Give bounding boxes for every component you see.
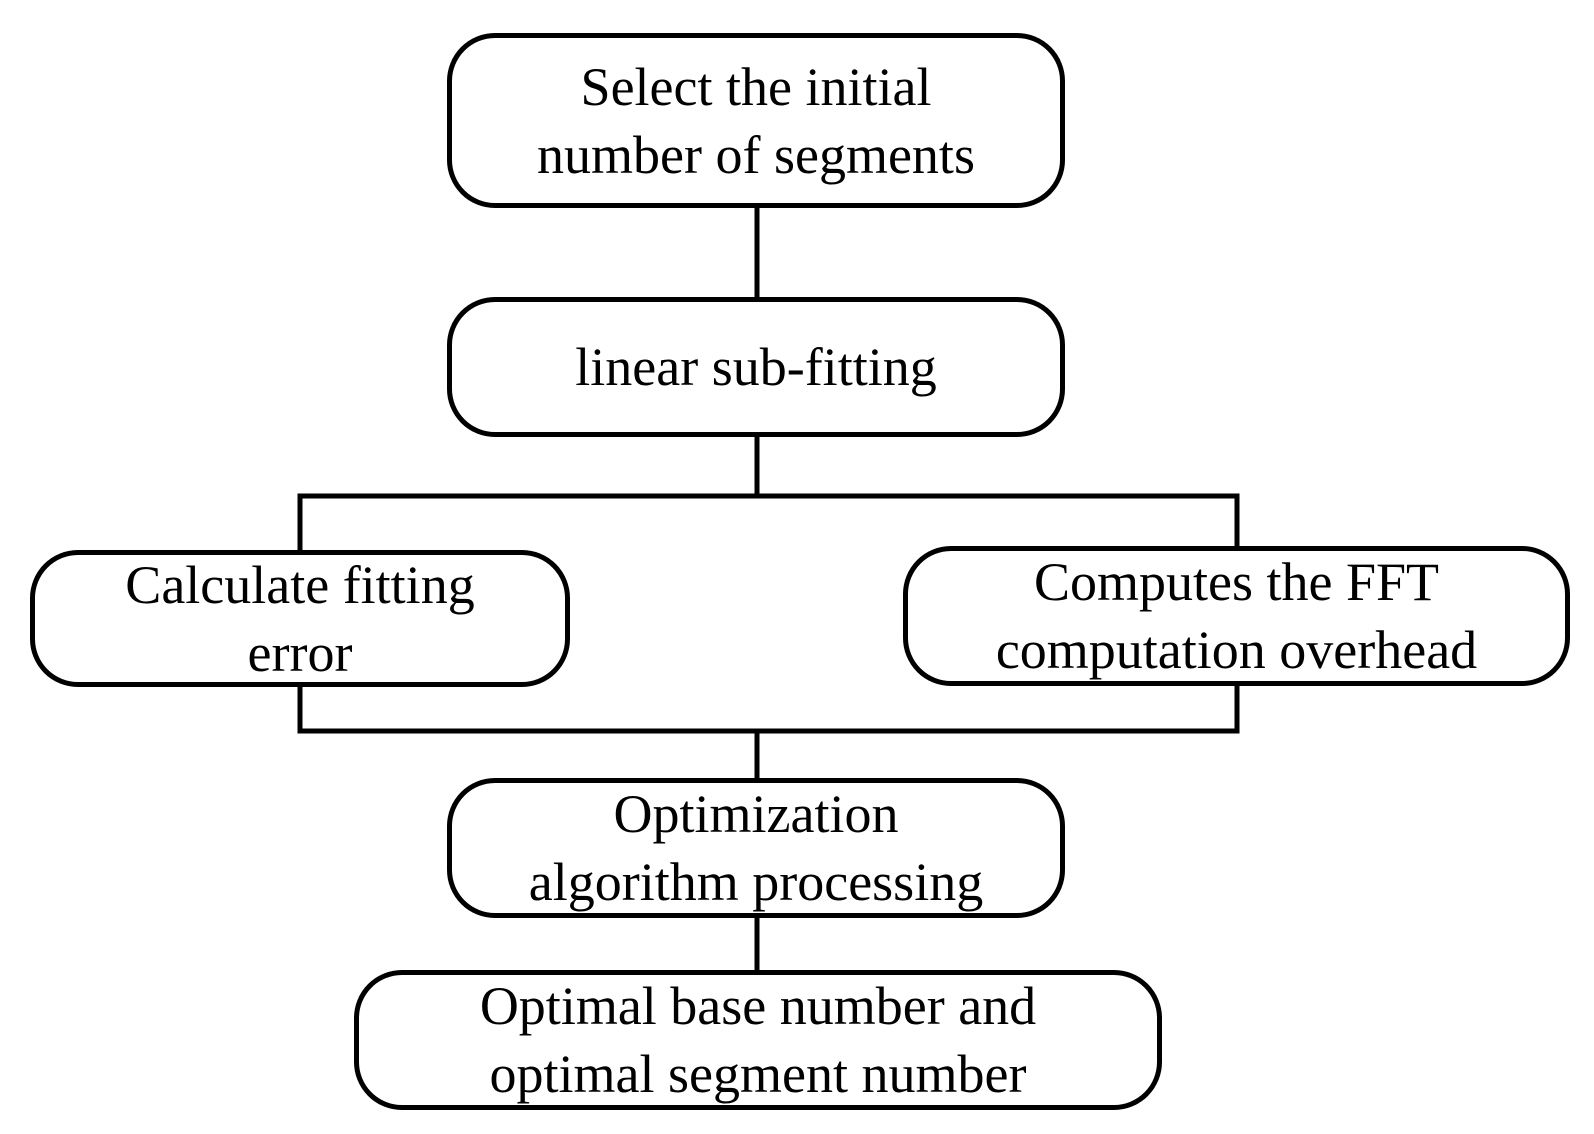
optimal-result-node: Optimal base number and optimal segment … <box>354 970 1162 1110</box>
select-initial-segments-node: Select the initial number of segments <box>447 33 1065 208</box>
node-label-line-2: number of segments <box>537 124 975 185</box>
node-label-line-2: algorithm processing <box>528 852 984 912</box>
node-label-line-1: Computes the FFT <box>1033 552 1440 612</box>
optimization-algorithm-node: Optimization algorithm processing <box>447 778 1065 918</box>
node-label-line-1: Optimal base number and <box>479 976 1037 1036</box>
node-label-line-1: linear sub-fitting <box>575 337 937 397</box>
node-label-line-2: computation overhead <box>995 620 1478 680</box>
node-label-line-1: Select the initial <box>580 56 932 117</box>
fft-computation-overhead-node: Computes the FFT computation overhead <box>903 546 1570 686</box>
node-label-line-1: Calculate fitting <box>125 554 475 615</box>
calculate-fitting-error-node: Calculate fitting error <box>30 550 570 687</box>
node-label-line-2: error <box>247 622 353 683</box>
linear-sub-fitting-node: linear sub-fitting <box>447 297 1065 437</box>
node-label-line-1: Optimization <box>613 784 899 844</box>
node-label-line-2: optimal segment number <box>489 1044 1027 1104</box>
